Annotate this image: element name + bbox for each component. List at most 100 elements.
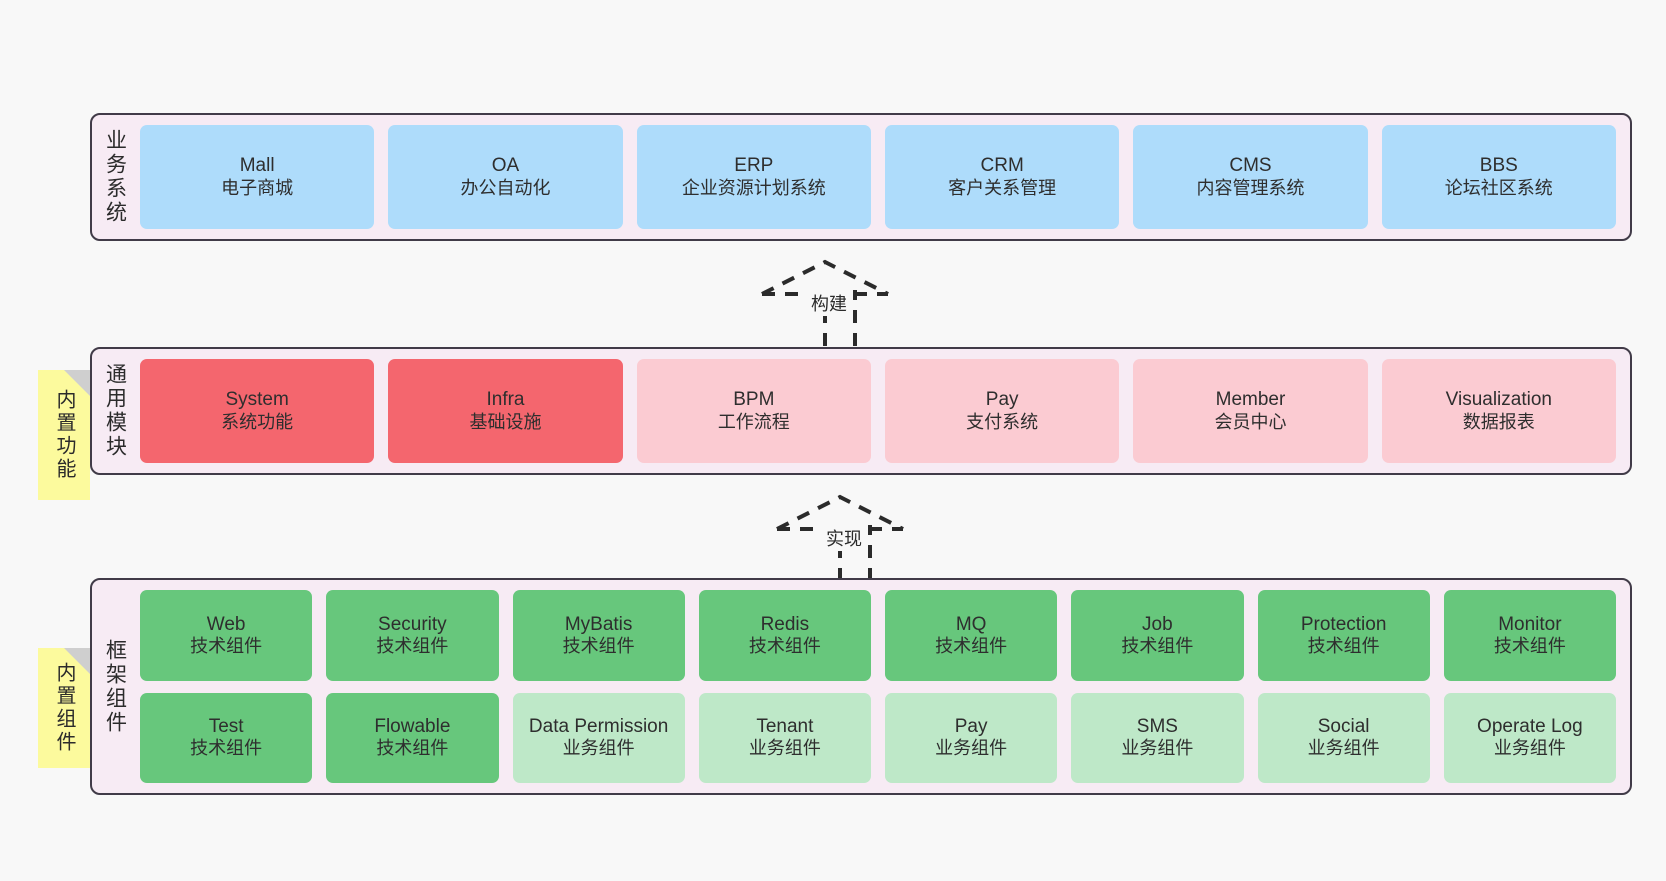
layer-body-framework-component: Web 技术组件 Security 技术组件 MyBatis 技术组件 Redi… [138,580,1630,793]
card-cms-name: CMS [1229,155,1272,177]
card-sms-desc: 业务组件 [1121,738,1194,759]
card-web-desc: 技术组件 [190,635,263,656]
card-mall-name: Mall [239,155,275,177]
card-pay-component-name: Pay [954,716,988,738]
connector-implement-label: 实现 [823,525,865,551]
card-monitor-desc: 技术组件 [1493,635,1566,656]
card-sms-name: SMS [1136,716,1178,738]
card-protection-desc: 技术组件 [1307,635,1380,656]
card-cms-desc: 内容管理系统 [1196,177,1305,198]
card-visualization[interactable]: Visualization 数据报表 [1381,359,1616,463]
card-data-permission-name: Data Permission [528,716,669,738]
card-security-desc: 技术组件 [376,635,449,656]
card-social-desc: 业务组件 [1307,738,1380,759]
card-social-name: Social [1317,716,1370,738]
card-mybatis[interactable]: MyBatis 技术组件 [512,590,685,681]
card-mybatis-desc: 技术组件 [562,635,635,656]
connector-build: 构建 [740,248,940,348]
card-erp-desc: 企业资源计划系统 [681,177,826,198]
layer-business-system: 业务系统 Mall 电子商城 OA 办公自动化 ERP 企业资源计划系统 CRM… [90,113,1632,241]
framework-row-technical: Web 技术组件 Security 技术组件 MyBatis 技术组件 Redi… [140,590,1616,681]
card-mq-name: MQ [955,613,987,635]
card-mq-desc: 技术组件 [935,635,1008,656]
card-system[interactable]: System 系统功能 [140,359,375,463]
card-tenant-desc: 业务组件 [748,738,821,759]
card-member-name: Member [1215,389,1286,411]
card-social[interactable]: Social 业务组件 [1257,692,1430,783]
card-mybatis-name: MyBatis [564,613,633,635]
card-sms[interactable]: SMS 业务组件 [1071,692,1244,783]
card-mall-desc: 电子商城 [221,177,294,198]
card-member-desc: 会员中心 [1214,411,1287,432]
card-bpm[interactable]: BPM 工作流程 [636,359,871,463]
card-security[interactable]: Security 技术组件 [326,590,499,681]
card-pay-component[interactable]: Pay 业务组件 [885,692,1058,783]
card-operate-log-name: Operate Log [1477,716,1583,738]
card-job-desc: 技术组件 [1121,635,1194,656]
card-data-permission[interactable]: Data Permission 业务组件 [512,692,685,783]
note-built-in-functions-label: 内置功能 [53,389,75,481]
layer-title-business-system: 业务系统 [103,129,127,225]
card-erp-name: ERP [734,155,774,177]
card-flowable[interactable]: Flowable 技术组件 [326,692,499,783]
card-job-name: Job [1142,613,1173,635]
layer-title-framework-component: 框架组件 [103,638,127,735]
card-monitor[interactable]: Monitor 技术组件 [1443,590,1616,681]
card-infra-desc: 基础设施 [469,411,542,432]
card-bbs-name: BBS [1479,155,1518,177]
card-redis[interactable]: Redis 技术组件 [698,590,871,681]
card-protection[interactable]: Protection 技术组件 [1257,590,1430,681]
layer-framework-component: 框架组件 Web 技术组件 Security 技术组件 MyBatis 技术组件… [90,578,1632,795]
card-pay-module-name: Pay [985,389,1019,411]
card-bbs[interactable]: BBS 论坛社区系统 [1381,125,1616,229]
card-redis-desc: 技术组件 [748,635,821,656]
card-crm-desc: 客户关系管理 [948,177,1057,198]
card-pay-component-desc: 业务组件 [935,738,1008,759]
card-protection-name: Protection [1300,613,1387,635]
layer-common-module: 通用模块 System 系统功能 Infra 基础设施 BPM 工作流程 Pay… [90,347,1632,475]
card-security-name: Security [378,613,447,635]
card-member[interactable]: Member 会员中心 [1133,359,1368,463]
card-web-name: Web [206,613,246,635]
card-visualization-desc: 数据报表 [1462,411,1535,432]
card-tenant[interactable]: Tenant 业务组件 [698,692,871,783]
card-erp[interactable]: ERP 企业资源计划系统 [636,125,871,229]
card-tenant-name: Tenant [756,716,814,738]
card-operate-log[interactable]: Operate Log 业务组件 [1443,692,1616,783]
card-infra-name: Infra [486,389,525,411]
connector-implement: 实现 [755,483,955,583]
card-cms[interactable]: CMS 内容管理系统 [1133,125,1368,229]
framework-row-business: Test 技术组件 Flowable 技术组件 Data Permission … [140,692,1616,783]
card-pay-module-desc: 支付系统 [966,411,1039,432]
card-pay-module[interactable]: Pay 支付系统 [884,359,1120,463]
card-crm[interactable]: CRM 客户关系管理 [884,125,1120,229]
connector-build-label: 构建 [808,290,850,316]
card-system-desc: 系统功能 [221,411,294,432]
card-test-desc: 技术组件 [190,738,263,759]
card-crm-name: CRM [980,155,1024,177]
card-monitor-name: Monitor [1498,613,1562,635]
card-oa-name: OA [491,155,520,177]
card-web[interactable]: Web 技术组件 [140,590,313,681]
card-mall[interactable]: Mall 电子商城 [140,125,375,229]
card-system-name: System [225,389,289,411]
card-test[interactable]: Test 技术组件 [140,692,313,783]
card-flowable-desc: 技术组件 [376,738,449,759]
note-built-in-functions: 内置功能 [38,370,90,500]
card-job[interactable]: Job 技术组件 [1071,590,1244,681]
note-built-in-components-label: 内置组件 [53,662,75,754]
layer-title-common-module: 通用模块 [103,363,127,459]
card-flowable-name: Flowable [374,716,451,738]
card-bbs-desc: 论坛社区系统 [1444,177,1553,198]
card-infra[interactable]: Infra 基础设施 [388,359,623,463]
card-data-permission-desc: 业务组件 [562,738,635,759]
card-operate-log-desc: 业务组件 [1493,738,1566,759]
card-oa[interactable]: OA 办公自动化 [388,125,623,229]
card-redis-name: Redis [760,613,810,635]
card-bpm-name: BPM [733,389,775,411]
note-built-in-components: 内置组件 [38,648,90,768]
layer-body-business-system: Mall 电子商城 OA 办公自动化 ERP 企业资源计划系统 CRM 客户关系… [138,115,1630,239]
layer-body-common-module: System 系统功能 Infra 基础设施 BPM 工作流程 Pay 支付系统… [138,349,1630,473]
card-mq[interactable]: MQ 技术组件 [885,590,1058,681]
